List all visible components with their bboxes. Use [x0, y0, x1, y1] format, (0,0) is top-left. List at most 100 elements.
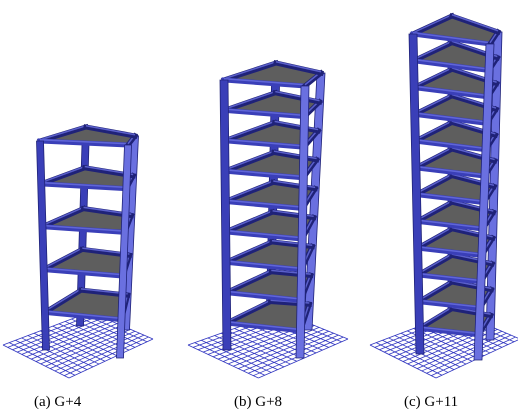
beam-highlight [419, 326, 480, 335]
floor-beam [271, 119, 321, 134]
floor-beam [409, 12, 456, 38]
beam-highlight [418, 280, 453, 302]
beam-highlight [274, 120, 319, 131]
grid-line [45, 328, 131, 367]
beam-highlight [226, 321, 301, 331]
floor-beam [416, 325, 482, 338]
floor-beam [449, 305, 494, 319]
beam-highlight [225, 180, 274, 201]
beam-highlight [413, 40, 453, 61]
floor-beam [222, 208, 276, 236]
beam-highlight [414, 112, 488, 123]
grid-line [64, 336, 149, 377]
beam-highlight [42, 224, 125, 232]
beam-highlight [451, 14, 499, 32]
floor-beam [411, 92, 456, 118]
floor-beam [413, 198, 456, 225]
grid-line [426, 334, 512, 374]
floor-beam [411, 84, 491, 100]
floor-beam [273, 60, 324, 76]
floor-beam [412, 145, 456, 172]
column-front-right [116, 144, 132, 359]
beam-highlight [224, 108, 305, 117]
grid-line [431, 336, 516, 377]
floor-beam [414, 225, 456, 252]
grid-line [258, 338, 349, 379]
floor-beam [410, 31, 493, 47]
floor-beam [222, 229, 305, 242]
beam-highlight [44, 310, 122, 320]
floor-beam [222, 178, 277, 205]
beam-highlight [415, 120, 453, 141]
floor-beam [271, 149, 320, 163]
beam-highlight [223, 78, 306, 86]
caption-g11: (c) G+11 [404, 394, 459, 410]
beam-highlight [225, 210, 273, 232]
floor-beam [42, 309, 125, 323]
beam-highlight [226, 299, 271, 323]
beam-highlight [225, 239, 273, 262]
floor-beam [416, 305, 456, 332]
column-front-left [36, 140, 50, 351]
beam-highlight [225, 199, 303, 208]
floor-beam [410, 39, 456, 65]
floor-beam [222, 238, 276, 266]
floor-beam [411, 111, 490, 127]
frame-model-g8 [187, 59, 349, 379]
beam-highlight [415, 147, 453, 168]
floor-beam [223, 298, 274, 327]
floor-beam [415, 278, 456, 306]
floor-beam [415, 272, 484, 285]
floor-beam [38, 181, 129, 192]
frame-model-g11 [369, 12, 518, 379]
floor-beam [221, 89, 279, 114]
column-front-right [295, 85, 310, 359]
floor-beam [40, 246, 86, 273]
floor-beam [39, 205, 87, 230]
floor-beam [414, 245, 485, 259]
beam-highlight [416, 192, 485, 203]
beam-highlight [224, 138, 304, 147]
beam-highlight [224, 150, 275, 171]
floor-beam [221, 107, 308, 120]
floor-beam [83, 124, 138, 139]
grid-line [248, 334, 339, 374]
grid-line [77, 316, 142, 345]
beam-highlight [226, 290, 302, 300]
beam-highlight [415, 139, 487, 150]
beam-highlight [417, 226, 453, 248]
column-front-left [408, 33, 425, 355]
beam-highlight [85, 125, 136, 136]
beam-highlight [43, 267, 124, 276]
floor-beam [222, 168, 307, 181]
floor-beam [270, 179, 318, 192]
frame-model-g4 [2, 123, 154, 379]
beam-highlight [412, 14, 453, 34]
beam-highlight [39, 125, 87, 141]
floor-beam [39, 224, 128, 235]
floor-beam [41, 286, 85, 316]
floor-beam [301, 69, 325, 90]
beam-highlight [413, 67, 453, 87]
beam-highlight [275, 61, 322, 73]
beam-highlight [275, 90, 320, 102]
caption-g4: (a) G+4 [34, 394, 82, 410]
grid-line [243, 332, 334, 372]
floor-beam [221, 138, 307, 150]
floor-beam [413, 172, 456, 198]
beam-highlight [224, 120, 275, 141]
floor-beam [412, 138, 489, 153]
beam-highlight [273, 180, 316, 189]
floor-beam [221, 149, 278, 175]
caption-g8: (b) G+8 [234, 394, 283, 410]
beam-highlight [225, 229, 303, 239]
floor-beam [38, 164, 88, 188]
floor-beam [223, 259, 305, 273]
grid-line [58, 323, 124, 354]
floor-beam [448, 12, 502, 36]
grid-line [233, 328, 325, 367]
beam-highlight [418, 299, 481, 308]
floor-beam [223, 289, 304, 303]
floor-beam [416, 298, 483, 312]
